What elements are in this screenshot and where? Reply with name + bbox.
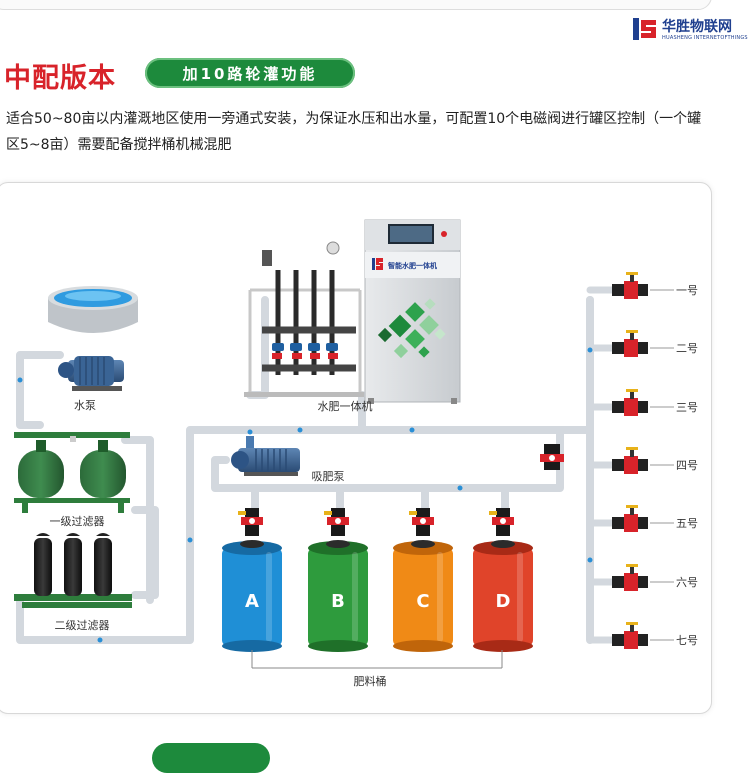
outlet-valve-2: 二号 [612,330,698,357]
outlet-valve-6: 六号 [612,564,698,591]
next-section-badge-partial [152,743,270,773]
primary-filter [14,432,130,513]
logo-text-cn: 华胜物联网 [662,19,732,35]
machine-logo-pattern [377,298,446,359]
pump-label: 水泵 [74,399,96,412]
fertigation-machine: 智能水肥一体机 [244,219,461,404]
feature-badge: 加10路轮灌功能 [145,58,355,88]
outlet-label-1: 一号 [676,284,698,297]
section-description: 适合50~80亩以内灌溉地区使用一旁通式安装，为保证水压和出水量，可配置10个电… [6,111,702,153]
filter2-label: 二级过滤器 [55,619,110,632]
outlet-valve-5: 五号 [612,505,698,532]
tank-letter-c: C [416,591,429,612]
outlet-label-4: 四号 [676,459,698,472]
filter1-label: 一级过滤器 [50,515,105,528]
outlet-valve-3: 三号 [612,389,698,416]
fertilizer-tanks: A B C D [222,508,533,652]
tank-letter-b: B [331,591,345,612]
outlet-valve-4: 四号 [612,447,698,474]
machine-brand-label: 智能水肥一体机 [388,261,437,270]
buckets-label: 肥料桶 [354,674,387,688]
outlet-label-5: 五号 [676,517,698,530]
fert-pump-label: 吸肥泵 [312,470,345,483]
outlet-label-2: 二号 [676,342,698,355]
water-pump [58,356,124,391]
tank-letter-d: D [496,591,511,612]
machine-label: 水肥一体机 [318,399,373,413]
secondary-filter [14,533,132,608]
flow-indicators [17,347,593,643]
fertilizer-tank-c: C [393,508,453,652]
outlet-label-6: 六号 [676,576,698,589]
fertilizer-pump [231,436,300,476]
outlet-pipes [586,286,616,644]
water-pool [48,286,138,333]
outlet-label-3: 三号 [676,401,698,414]
suction-valve [540,444,564,470]
tank-letter-a: A [245,591,259,612]
section-title: 中配版本 [4,63,116,94]
brand-logo-icon [633,18,656,40]
irrigation-system-diagram: 水泵 一级过滤器 二级过滤器 [14,219,698,688]
outlet-valve-7: 七号 [612,622,698,649]
fertilizer-tank-d: D [473,508,533,652]
brand-logo: 华胜物联网 HUASHENG INTERNETOFTHINGS [632,16,750,46]
outlet-valve-1: 一号 [612,272,698,299]
outlet-label-7: 七号 [676,634,698,647]
fertilizer-tank-a: A [222,508,282,652]
logo-text-en: HUASHENG INTERNETOFTHINGS [662,35,748,41]
fertilizer-tank-b: B [308,508,368,652]
